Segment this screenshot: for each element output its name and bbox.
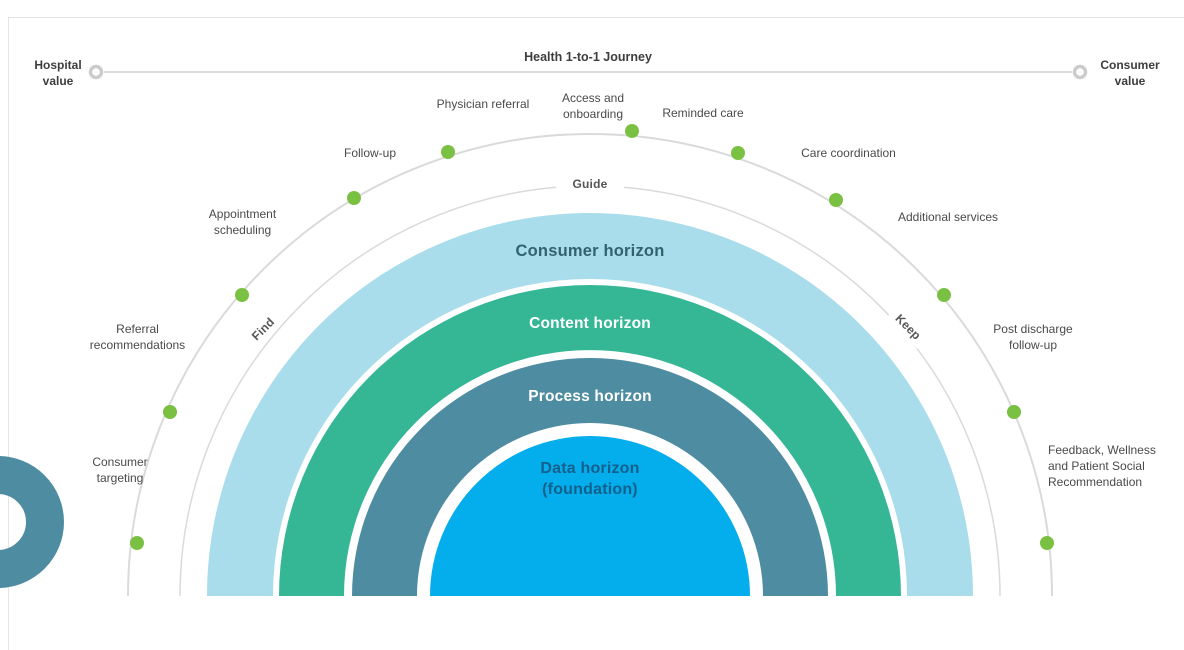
diagram-title: Health 1-to-1 Journey (524, 50, 652, 64)
decorative-donut (0, 456, 64, 588)
journey-arc (127, 133, 1053, 597)
step-label-feedback-wellness: Feedback, Wellness and Patient Social Re… (1048, 443, 1156, 489)
content-horizon-ring (279, 285, 901, 596)
process-horizon-ring (352, 358, 828, 596)
step-label-access-onboarding: Access and onboarding (561, 91, 625, 121)
dot-reminded-care (731, 146, 745, 160)
dot-post-discharge-follow-up (1007, 405, 1021, 419)
hospital-endpoint-ring (88, 64, 104, 80)
step-label-consumer-targeting: Consumer targeting (92, 455, 148, 485)
hospital-value-label: Hospital value (34, 58, 82, 88)
process-horizon-label: Process horizon (528, 388, 652, 405)
dot-feedback-wellness (1040, 536, 1054, 550)
step-label-referral-recommendations: Referral recommendations (89, 322, 186, 352)
dot-care-coordination (829, 193, 843, 207)
step-label-follow-up: Follow-up (343, 146, 397, 160)
step-label-additional-services: Additional services (897, 210, 999, 224)
step-label-appointment-scheduling: Appointment scheduling (208, 207, 277, 237)
dot-follow-up (347, 191, 361, 205)
consumer-horizon-label: Consumer horizon (515, 242, 665, 260)
dot-referral-recommendations (163, 405, 177, 419)
step-label-post-discharge-follow-up: Post discharge follow-up (993, 322, 1073, 352)
data-horizon-label: Data horizon (foundation) (540, 460, 640, 498)
phase-label-guide: Guide (556, 175, 624, 193)
content-horizon-label: Content horizon (529, 315, 651, 332)
dot-consumer-targeting (130, 536, 144, 550)
step-label-physician-referral: Physician referral (436, 97, 530, 111)
consumer-endpoint-ring (1072, 64, 1088, 80)
consumer-value-label: Consumer value (1100, 58, 1160, 88)
dot-physician-referral (441, 145, 455, 159)
consumer-horizon-ring (207, 213, 973, 596)
step-label-care-coordination: Care coordination (801, 146, 896, 160)
data-horizon-disc (430, 436, 750, 596)
dot-appointment-scheduling (235, 288, 249, 302)
dot-additional-services (937, 288, 951, 302)
step-label-reminded-care: Reminded care (662, 106, 744, 120)
dot-access-onboarding (625, 124, 639, 138)
